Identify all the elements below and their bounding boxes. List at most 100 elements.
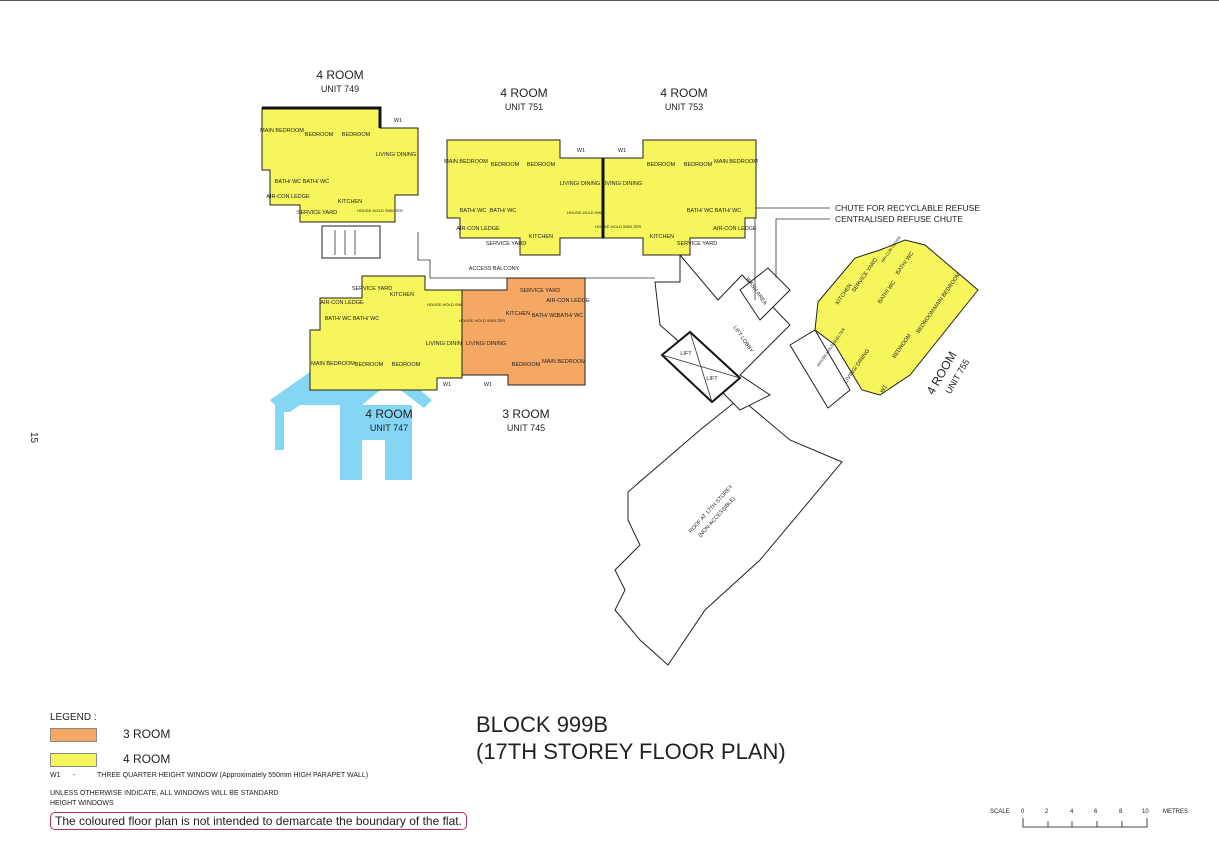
window-label: W1	[577, 148, 585, 154]
room-label: BATH/ WC	[715, 208, 742, 214]
unit-753: 4 ROOM UNIT 753 BEDROOM BEDROOM MAIN BED…	[595, 86, 758, 256]
room-label: LIVING/ DINING	[602, 181, 642, 187]
block-title: BLOCK 999B (17TH STOREY FLOOR PLAN)	[476, 711, 786, 765]
room-label: BATH/ WC	[687, 208, 714, 214]
scale-tick: 8	[1119, 809, 1123, 815]
unit-751: 4 ROOM UNIT 751 MAIN BEDROOM BEDROOM BED…	[444, 86, 613, 256]
legend-swatch-3-room	[50, 728, 97, 742]
wash-area	[739, 267, 791, 321]
room-label: BEDROOM	[491, 162, 520, 168]
room-label: SERVICE YARD	[352, 286, 392, 292]
room-label: HOUSE-HOLD SHELTER	[357, 208, 403, 213]
room-label: BATH/ WC	[353, 316, 380, 322]
room-label: LIVING/ DINING	[560, 181, 600, 187]
room-label: MAIN BEDROOM	[444, 159, 488, 165]
room-label: BATH/ WC	[460, 208, 487, 214]
scale-tick: 2	[1045, 809, 1049, 815]
room-label: LIVING/ DINING	[376, 152, 416, 158]
room-label: BATH/ WC	[303, 179, 330, 185]
lift-label: LIFT	[680, 351, 692, 357]
room-label: BATH/ WC	[557, 313, 584, 319]
lift-label: LIFT	[706, 376, 718, 382]
legend-label-4-room: 4 ROOM	[123, 752, 171, 766]
unit-749: 4 ROOM UNIT 749 MAIN BEDROOM BEDROOM BED…	[260, 68, 419, 259]
unit-number: UNIT 747	[370, 423, 408, 433]
room-label: MAIN BEDROOM	[260, 128, 304, 134]
unit-755: KITCHEN MAIN BEDROOM BEDROOM BEDROOM LIV…	[789, 235, 979, 409]
room-label: MAIN BEDROOM	[542, 359, 586, 365]
room-label: HOUSE-HOLD SHELTER	[567, 210, 613, 215]
scale-tick: 10	[1142, 809, 1149, 815]
legend-label-3-room: 3 ROOM	[123, 727, 171, 741]
unit-number: UNIT 749	[321, 84, 359, 94]
unit-747: 4 ROOM UNIT 747 KITCHEN SERVICE YARD AIR…	[309, 275, 473, 433]
unit-number: UNIT 753	[665, 102, 703, 112]
scale-ruler	[1022, 818, 1148, 828]
unit-number: UNIT 745	[507, 423, 545, 433]
chute-central-label: CENTRALISED REFUSE CHUTE	[835, 214, 963, 224]
house-watermark-icon	[270, 365, 432, 480]
scale-unit: METRES	[1163, 809, 1189, 815]
room-label: MAIN BEDROOM	[311, 361, 355, 367]
room-label: BEDROOM	[684, 162, 713, 168]
room-label: HOUSE-HOLD SHELTER	[459, 318, 505, 323]
room-label: BEDROOM	[647, 162, 676, 168]
room-label: LIVING/ DINING	[426, 341, 466, 347]
room-label: BEDROOM	[527, 162, 556, 168]
window-note-line2: HEIGHT WINDOWS	[50, 800, 114, 807]
w1-dash: -	[73, 772, 76, 779]
unit-type: 4 ROOM	[316, 68, 363, 82]
room-label: SERVICE YARD	[677, 241, 717, 247]
room-label: SERVICE YARD	[297, 210, 337, 216]
room-label: KITCHEN	[390, 292, 414, 298]
unit-type: 4 ROOM	[660, 86, 707, 100]
window-label: W1	[443, 382, 451, 388]
chute-recyclable-label: CHUTE FOR RECYCLABLE REFUSE	[835, 203, 980, 213]
top-border	[0, 0, 1219, 1]
scale-tick: 4	[1070, 809, 1074, 815]
scale-tick: 6	[1094, 809, 1098, 815]
disclaimer: The coloured floor plan is not intended …	[50, 812, 467, 830]
access-balcony-label: ACCESS BALCONY	[469, 266, 520, 272]
room-label: KITCHEN	[506, 311, 530, 317]
room-label: BATH/ WC	[532, 313, 559, 319]
window-label: W1	[484, 382, 492, 388]
room-label: BEDROOM	[355, 362, 384, 368]
window-note-line1: UNLESS OTHERWISE INDICATE, ALL WINDOWS W…	[50, 790, 279, 797]
room-label: BATH/ WC	[275, 179, 302, 185]
corridor-line	[417, 232, 655, 279]
w1-description: THREE QUARTER HEIGHT WINDOW (Approximate…	[97, 772, 369, 779]
room-label: BEDROOM	[342, 132, 371, 138]
roof-area	[614, 397, 843, 666]
room-label: KITCHEN	[338, 199, 362, 205]
room-label: LIVING/ DINING	[466, 341, 506, 347]
room-label: MAIN BEDROOM	[714, 159, 758, 165]
window-label: W1	[879, 384, 889, 394]
w1-key: W1	[50, 772, 61, 779]
room-label: BATH/ WC	[490, 208, 517, 214]
page-number: 15	[28, 431, 40, 444]
block-name: BLOCK 999B	[476, 712, 609, 737]
room-label: SERVICE YARD	[486, 241, 526, 247]
room-label: BATH/ WC	[325, 316, 352, 322]
room-label: KITCHEN	[650, 234, 674, 240]
scale-label: SCALE	[990, 809, 1010, 815]
unit-type: 4 ROOM	[365, 407, 412, 421]
room-label: HOUSE-HOLD SHELTER	[595, 224, 641, 229]
room-label: AIR-CON LEDGE	[456, 226, 500, 232]
unit-type: 3 ROOM	[502, 407, 549, 421]
room-label: AIR-CON LEDGE	[320, 300, 364, 306]
room-label: BEDROOM	[512, 362, 541, 368]
unit-type: 4 ROOM	[500, 86, 547, 100]
room-label: AIR-CON LEDGE	[266, 194, 310, 200]
scale-tick: 0	[1021, 809, 1025, 815]
legend-title: LEGEND :	[50, 712, 97, 723]
window-label: W1	[618, 148, 626, 154]
room-label: BEDROOM	[305, 132, 334, 138]
room-label: BEDROOM	[392, 362, 421, 368]
storey-title: (17TH STOREY FLOOR PLAN)	[476, 739, 786, 764]
unit-number: UNIT 751	[505, 102, 543, 112]
room-label: SERVICE YARD	[520, 288, 560, 294]
room-label: KITCHEN	[529, 234, 553, 240]
